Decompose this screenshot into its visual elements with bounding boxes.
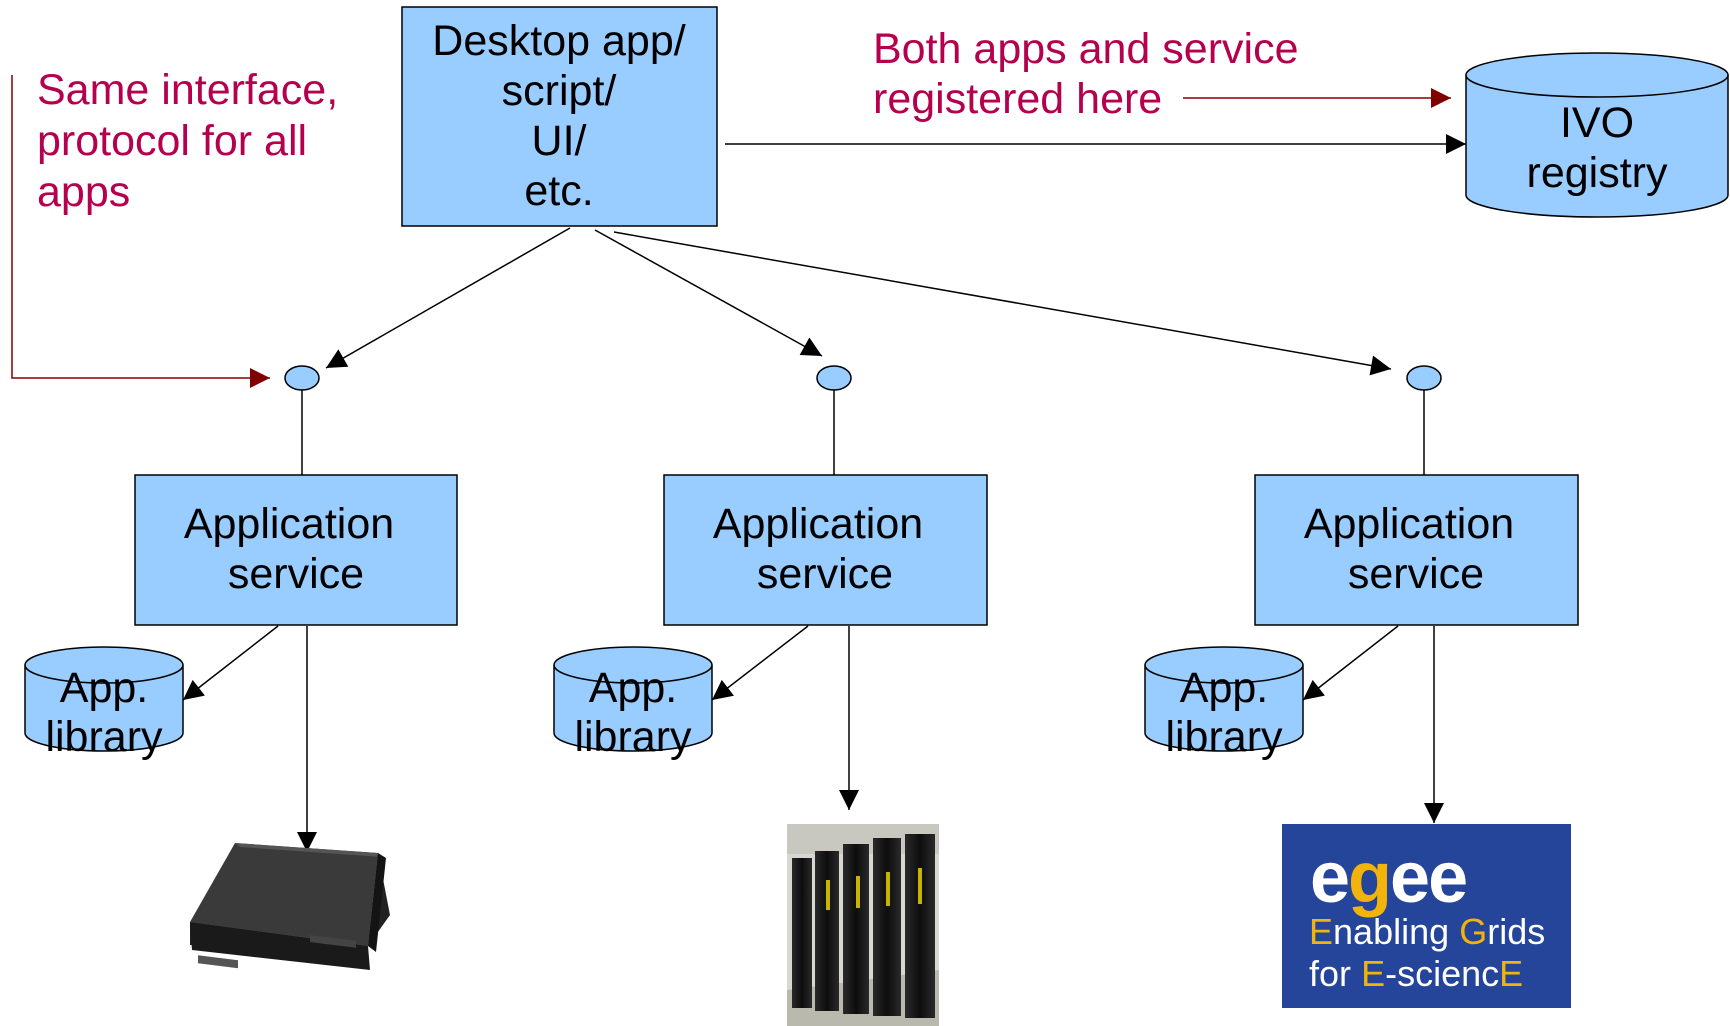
client-line-3: UI/ (532, 117, 587, 165)
application-service-box-2 (663, 474, 988, 626)
interface-note-line-2: protocol for all (37, 117, 307, 165)
service-2-line-2: service (757, 550, 893, 598)
egee-tagline-1: Enabling Grids (1309, 911, 1545, 952)
interface-note: Same interface, protocol for all apps (11, 66, 338, 388)
library-1-line-1: App. (60, 664, 148, 712)
service-group-1: Application service App. library (24, 365, 458, 970)
client-to-port-1-arrow (325, 227, 571, 369)
service-1-line-2: service (228, 550, 364, 598)
interface-port-2 (816, 365, 852, 391)
library-3-line-2: library (1165, 713, 1283, 761)
registered-note-line-2: registered here (873, 75, 1162, 123)
app-library-cylinder-3: App. library (1144, 646, 1304, 761)
egee-wordmark: egee (1310, 838, 1466, 918)
registered-note: Both apps and service registered here (873, 25, 1451, 123)
interface-note-arrow (11, 75, 270, 388)
application-service-box-3 (1254, 474, 1579, 626)
interface-note-line-3: apps (37, 168, 130, 216)
service-1-to-library-arrow (182, 625, 279, 701)
svg-text:egee: egee (1310, 838, 1466, 918)
app-library-cylinder-1: App. library (24, 646, 184, 761)
service-1-line-1: Application (184, 500, 394, 548)
application-service-box-1 (134, 474, 458, 626)
registry-line-2: registry (1527, 149, 1668, 197)
interface-note-line-1: Same interface, (37, 66, 338, 114)
registry-cylinder: IVO registry (1465, 52, 1729, 218)
service-3-to-library-arrow (1302, 625, 1399, 701)
registered-note-line-1: Both apps and service (873, 25, 1299, 73)
library-2-line-2: library (574, 713, 692, 761)
egee-logo: egee Enabling Grids for E-sciencE (1282, 824, 1571, 1008)
service-2-to-library-arrow (711, 625, 809, 701)
client-to-port-3-arrow (613, 231, 1392, 376)
service-3-line-1: Application (1304, 500, 1514, 548)
library-1-line-2: library (45, 713, 163, 761)
cluster-icon (787, 824, 939, 1026)
client-to-port-2-arrow (594, 229, 823, 357)
service-2-line-1: Application (713, 500, 923, 548)
registry-line-1: IVO (1560, 99, 1634, 147)
app-library-cylinder-2: App. library (553, 646, 713, 761)
service-group-3: Application service App. library egee En… (1144, 365, 1579, 1008)
interface-port-3 (1406, 365, 1442, 391)
client-line-4: etc. (524, 167, 593, 215)
server-icon (190, 843, 390, 970)
client-line-2: script/ (502, 67, 617, 115)
library-3-line-1: App. (1180, 664, 1268, 712)
client-line-1: Desktop app/ (432, 17, 685, 65)
library-2-line-1: App. (589, 664, 677, 712)
service-group-2: Application service App. library (553, 365, 988, 1026)
egee-tagline-2: for E-sciencE (1309, 953, 1523, 994)
service-3-line-2: service (1348, 550, 1484, 598)
client-box: Desktop app/ script/ UI/ etc. (401, 6, 718, 227)
interface-port-1 (284, 365, 320, 391)
